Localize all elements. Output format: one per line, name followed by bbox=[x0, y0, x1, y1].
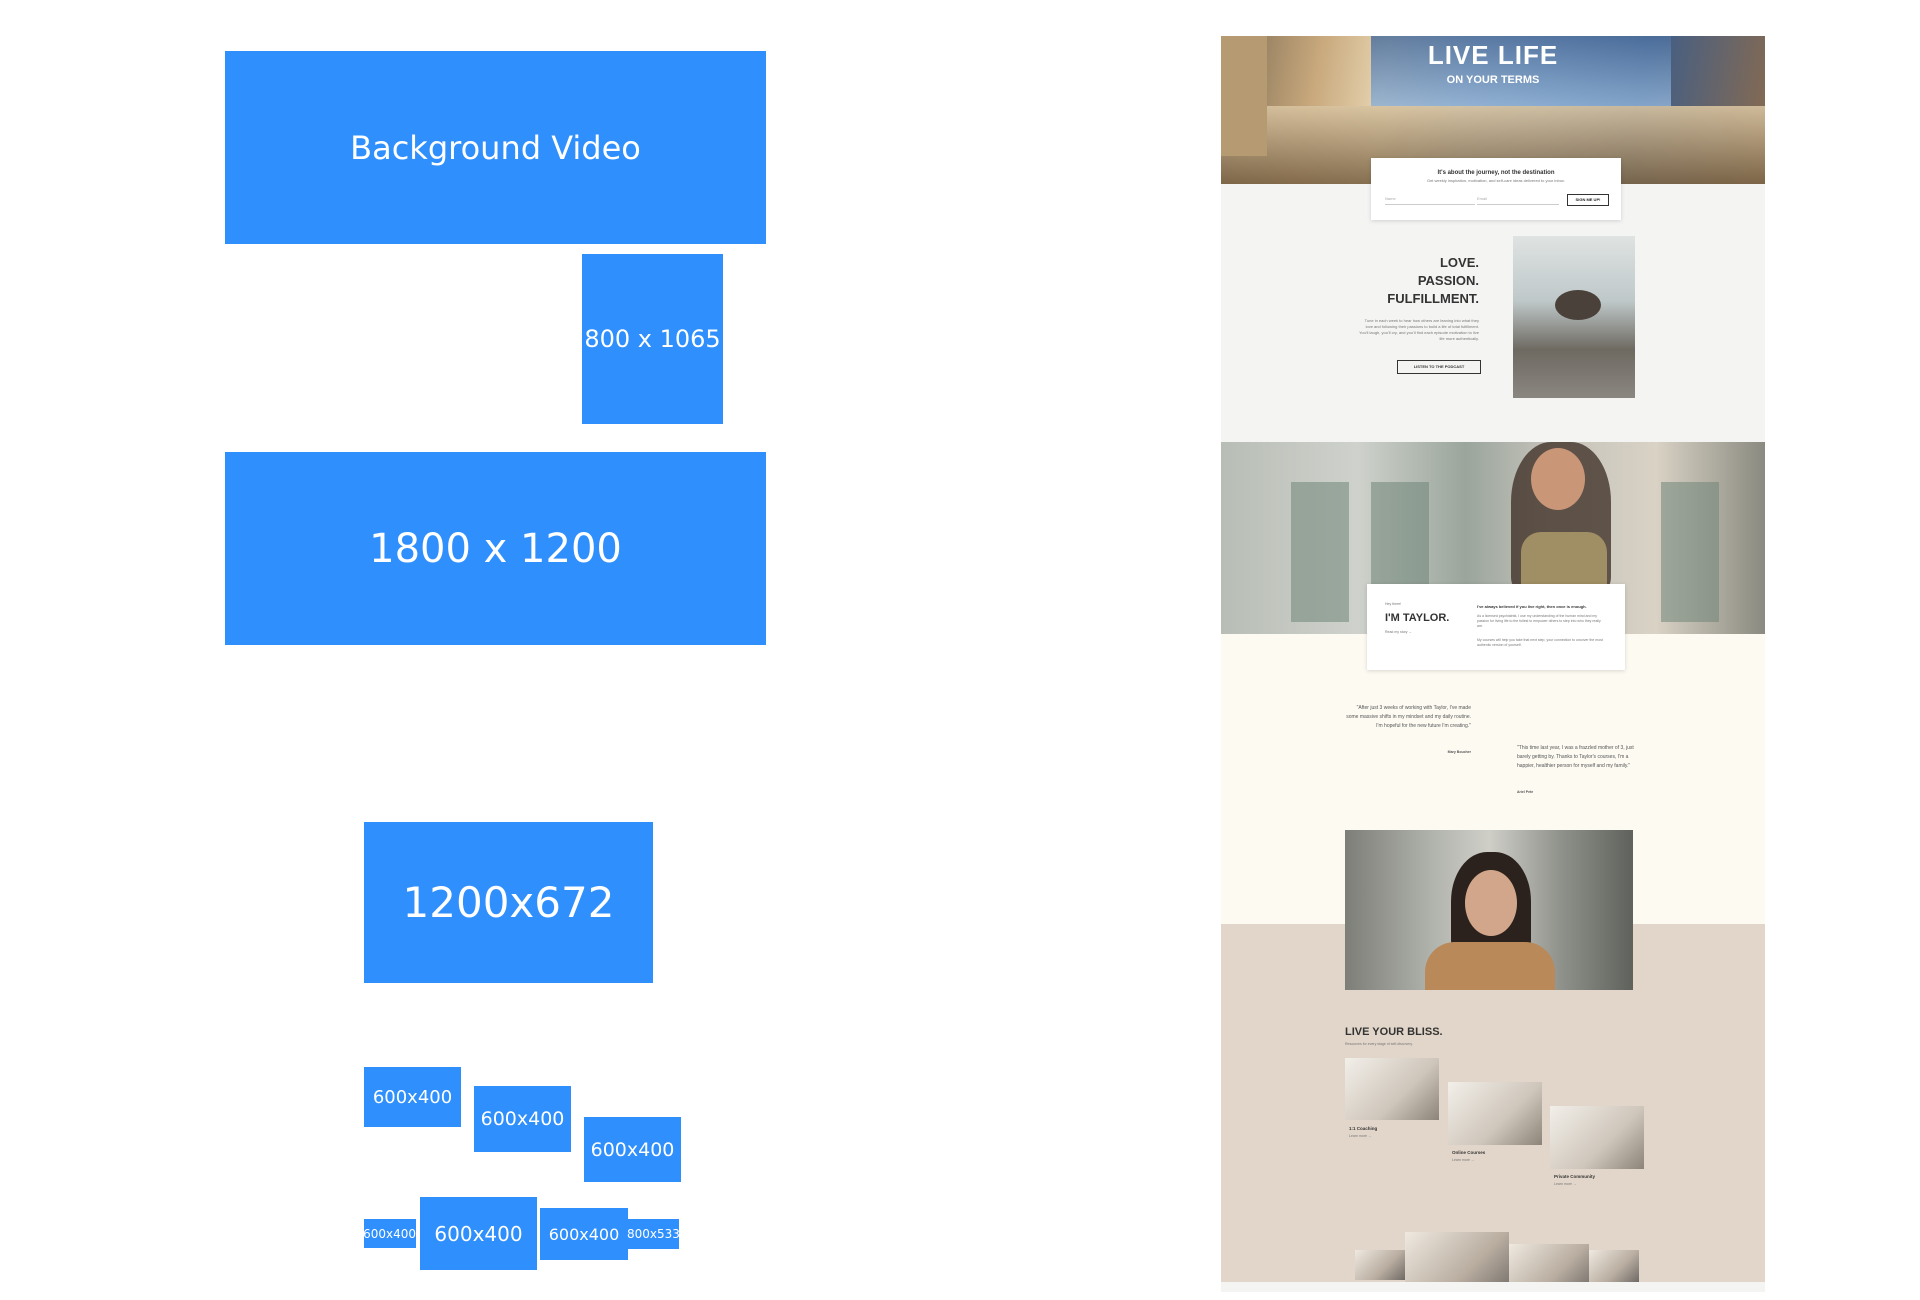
testimonial-quote-1: "After just 3 weeks of working with Tayl… bbox=[1346, 705, 1471, 729]
testimonial-quote-2: "This time last year, I was a frazzled m… bbox=[1517, 745, 1634, 769]
offerings-title: LIVE YOUR BLISS. bbox=[1345, 1026, 1443, 1038]
podcast-heading-line-2: PASSION. bbox=[1417, 273, 1479, 288]
background-video-placeholder: Background Video bbox=[225, 51, 766, 244]
podcast-heading: LOVE. PASSION. FULFILLMENT. bbox=[1341, 254, 1479, 308]
placeholder-label: 600x400 bbox=[372, 1086, 453, 1108]
placeholder-label: 600x400 bbox=[590, 1138, 675, 1161]
coaching-card-link[interactable]: Learn more → bbox=[1349, 1134, 1372, 1138]
gallery-image-4 bbox=[1589, 1250, 1639, 1282]
hero-section: LIVE LIFE ON YOUR TERMS bbox=[1221, 36, 1765, 184]
testimonial-author-1: Mary Boucher bbox=[1447, 750, 1471, 754]
coaching-card-title[interactable]: 1:1 Coaching bbox=[1349, 1126, 1378, 1131]
coaching-card-image[interactable] bbox=[1345, 1058, 1439, 1120]
community-card-link[interactable]: Learn more → bbox=[1554, 1182, 1577, 1186]
window-shape bbox=[1291, 482, 1349, 622]
about-kicker: Hey there! bbox=[1385, 602, 1402, 606]
courses-card-link[interactable]: Learn more → bbox=[1452, 1158, 1475, 1162]
read-story-link[interactable]: Read my story → bbox=[1385, 630, 1413, 634]
signup-card: It's about the journey, not the destinat… bbox=[1371, 158, 1621, 220]
card-image-placeholder-2: 600x400 bbox=[474, 1086, 571, 1152]
podcast-section: LOVE. PASSION. FULFILLMENT. Tune in each… bbox=[1221, 220, 1765, 398]
strip-image-placeholder-3: 600x400 bbox=[540, 1208, 628, 1260]
about-card: Hey there! I'M TAYLOR. Read my story → I… bbox=[1367, 584, 1625, 670]
website-preview: LIVE LIFE ON YOUR TERMS LOVE. PASSION. F… bbox=[1221, 36, 1765, 1292]
woman-face-shape bbox=[1531, 448, 1585, 510]
card-image-placeholder-1: 600x400 bbox=[364, 1067, 461, 1127]
community-card-image[interactable] bbox=[1550, 1106, 1644, 1169]
placeholder-label: Background Video bbox=[350, 128, 641, 167]
signup-heading: It's about the journey, not the destinat… bbox=[1437, 170, 1555, 176]
offerings-description: Resources for every stage of self-discov… bbox=[1345, 1042, 1413, 1046]
portrait-image-placeholder: 800 x 1065 bbox=[582, 254, 723, 424]
card-image-placeholder-3: 600x400 bbox=[584, 1117, 681, 1182]
medium-image-placeholder: 1200x672 bbox=[364, 822, 653, 983]
community-card-title[interactable]: Private Community bbox=[1554, 1174, 1596, 1179]
strip-image-placeholder-1: 600x400 bbox=[364, 1219, 416, 1248]
gallery-image-1 bbox=[1355, 1250, 1405, 1280]
courses-card-title[interactable]: Online Courses bbox=[1452, 1150, 1486, 1155]
email-field[interactable]: Email bbox=[1477, 196, 1559, 205]
placeholder-label: 600x400 bbox=[434, 1221, 523, 1246]
about-quote: I've always believed if you live right, … bbox=[1477, 604, 1587, 609]
about-body-2: My courses will help you take that next … bbox=[1477, 638, 1603, 647]
woman-face-shape bbox=[1465, 870, 1517, 936]
placeholder-label: 600x400 bbox=[548, 1224, 620, 1244]
hero-subtitle: ON YOUR TERMS bbox=[1446, 74, 1540, 86]
wide-image-placeholder: 1800 x 1200 bbox=[225, 452, 766, 645]
about-body-1: As a licensed psychiatrist, I use my und… bbox=[1477, 614, 1601, 628]
podcast-heading-line-1: LOVE. bbox=[1439, 255, 1479, 270]
hero-spire-image bbox=[1221, 36, 1267, 156]
podcast-heading-line-3: FULFILLMENT. bbox=[1387, 291, 1479, 306]
strip-image-placeholder-2: 600x400 bbox=[420, 1197, 537, 1270]
hero-sky-image bbox=[1371, 36, 1671, 106]
name-field[interactable]: Name bbox=[1385, 196, 1475, 205]
placeholder-label: 600x400 bbox=[364, 1226, 416, 1241]
signup-description: Get weekly inspiration, motivation, and … bbox=[1426, 178, 1566, 183]
testimonial-author-2: Ariel Pete bbox=[1517, 790, 1534, 794]
courses-card-image[interactable] bbox=[1448, 1082, 1542, 1145]
hat-image-detail bbox=[1555, 290, 1601, 320]
sign-up-button[interactable]: SIGN ME UP! bbox=[1567, 194, 1609, 206]
placeholder-label: 1200x672 bbox=[402, 878, 615, 927]
featured-portrait-image bbox=[1345, 830, 1633, 990]
footer-bar bbox=[1221, 1282, 1765, 1292]
hero-title: LIVE LIFE bbox=[1427, 40, 1559, 70]
window-shape bbox=[1661, 482, 1719, 622]
about-name: I'M TAYLOR. bbox=[1385, 612, 1450, 624]
listen-podcast-button[interactable]: LISTEN TO THE PODCAST bbox=[1397, 360, 1481, 374]
placeholder-label: 800x533 bbox=[627, 1227, 679, 1241]
strip-image-placeholder-4: 800x533 bbox=[627, 1219, 679, 1249]
podcast-description: Tune in each week to hear how others are… bbox=[1359, 318, 1479, 341]
placeholder-label: 600x400 bbox=[480, 1108, 565, 1130]
placeholder-label: 1800 x 1200 bbox=[369, 525, 622, 572]
placeholder-label: 800 x 1065 bbox=[584, 325, 721, 353]
woman-coat-shape bbox=[1425, 942, 1555, 990]
